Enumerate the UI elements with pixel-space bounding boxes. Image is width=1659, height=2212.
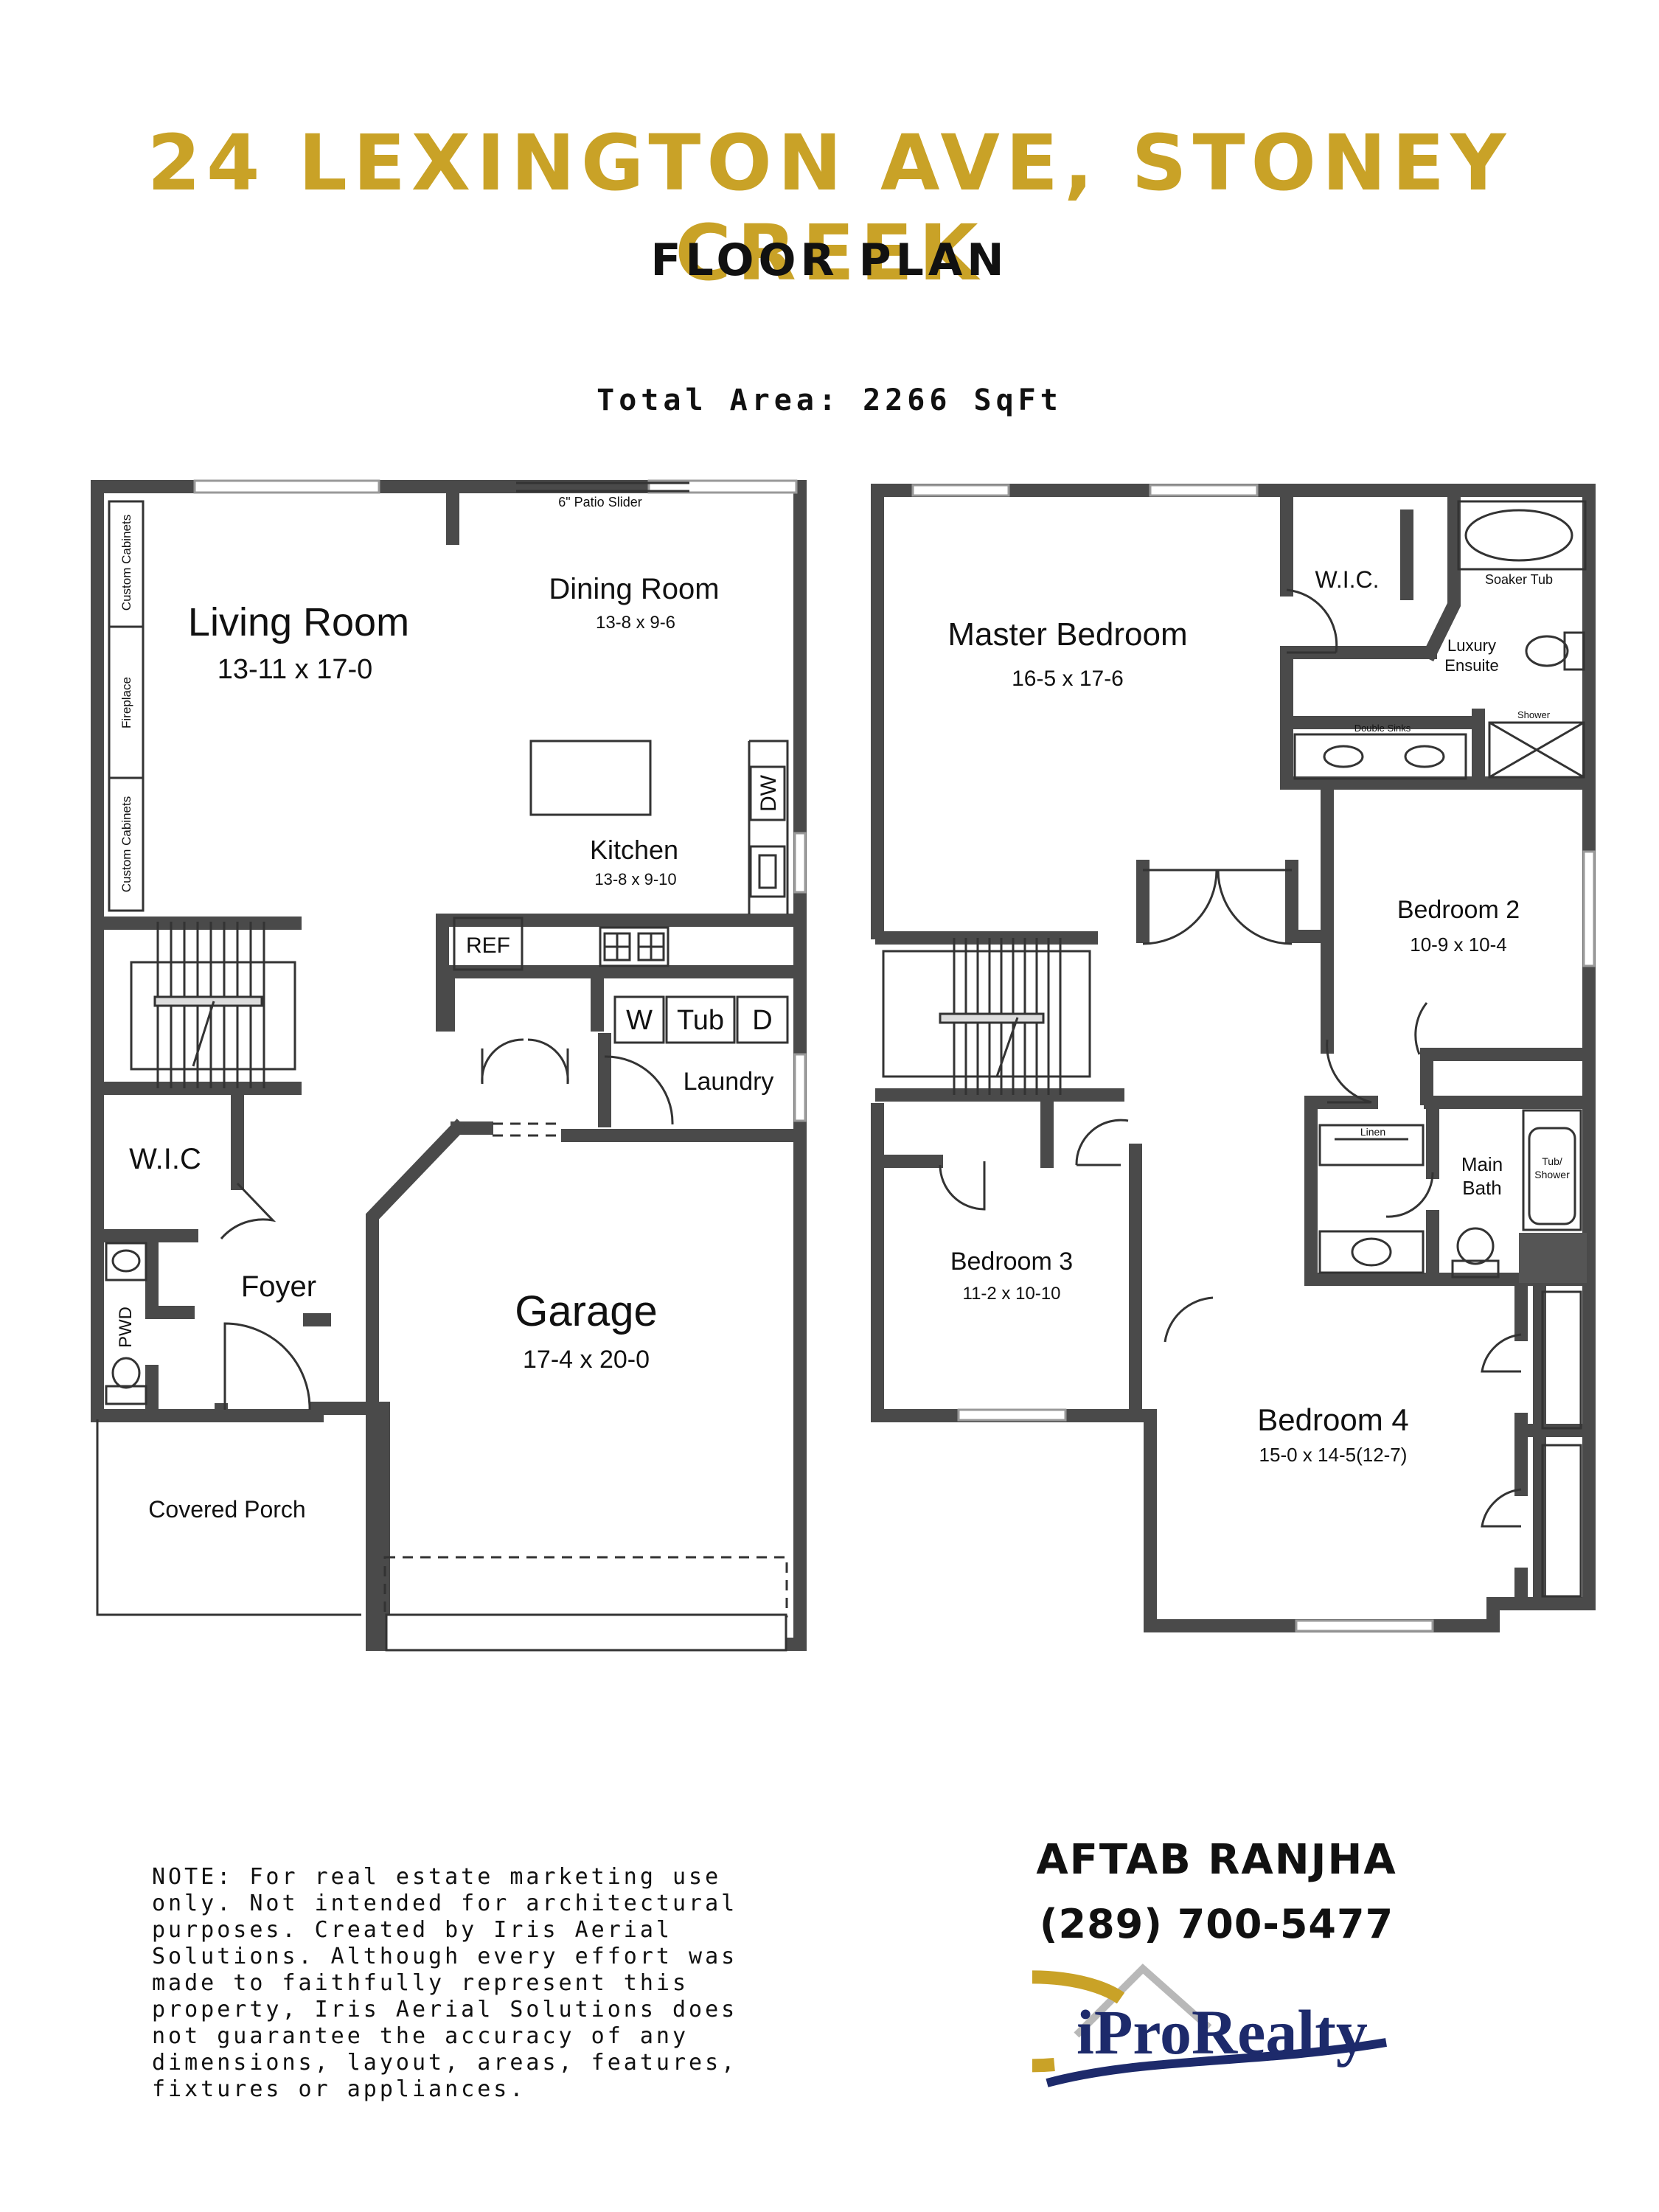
bedroom-2-label: Bedroom 2 xyxy=(1397,896,1520,924)
custom-cabinets-label-1: Custom Cabinets xyxy=(119,515,133,611)
dishwasher-label: DW xyxy=(757,774,781,812)
powder-fixtures xyxy=(105,1242,147,1405)
bedroom-4-dims: 15-0 x 14-5(12-7) xyxy=(1259,1444,1408,1466)
agent-phone: (289) 700-5477 xyxy=(1039,1901,1394,1947)
page-title: 24 LEXINGTON AVE, STONEY CREEK xyxy=(147,118,1512,298)
bedroom-2-dims: 10-9 x 10-4 xyxy=(1410,933,1507,956)
main-bath-label-1: Main xyxy=(1461,1153,1503,1175)
master-bedroom-dims: 16-5 x 17-6 xyxy=(1012,667,1124,691)
ensuite-fixtures xyxy=(1293,500,1587,780)
agent-name: AFTAB RANJHA xyxy=(1036,1836,1397,1884)
fireplace-label: Fireplace xyxy=(119,677,133,728)
kitchen-label: Kitchen xyxy=(590,835,678,865)
bedroom-4-label: Bedroom 4 xyxy=(1257,1402,1408,1437)
dining-room-label: Dining Room xyxy=(549,573,719,605)
covered-porch xyxy=(96,1419,361,1616)
dryer-label: D xyxy=(752,1005,772,1036)
logo-underline-icon xyxy=(1046,2038,1387,2087)
washer-label: W xyxy=(626,1005,653,1036)
wall-chase xyxy=(1519,1233,1587,1283)
living-room-label: Living Room xyxy=(188,600,409,644)
tub-label: Tub xyxy=(677,1005,724,1036)
brokerage-logo: iProRealty xyxy=(1032,1964,1387,2087)
logo-roof-icon xyxy=(1074,1964,1212,2038)
disclaimer-note: NOTE: For real estate marketing use only… xyxy=(152,1864,738,2102)
master-bedroom-label: Master Bedroom xyxy=(947,616,1187,653)
laundry-label: Laundry xyxy=(684,1068,774,1096)
garage-door xyxy=(383,1556,788,1652)
covered-porch-label: Covered Porch xyxy=(148,1496,305,1523)
main-floor-walls xyxy=(91,480,807,1651)
patio-slider-label: 6" Patio Slider xyxy=(558,495,641,509)
garage-entry xyxy=(493,1122,562,1137)
bedroom-3-dims: 11-2 x 10-10 xyxy=(963,1284,1061,1304)
tub-shower-label-1: Tub/ xyxy=(1542,1155,1562,1167)
garage-dims: 17-4 x 20-0 xyxy=(523,1346,650,1374)
logo-text: iProRealty xyxy=(1077,1997,1368,2067)
double-sinks-label: Double Sinks xyxy=(1354,723,1411,734)
laundry-appliances xyxy=(613,995,789,1044)
ensuite-label-1: Luxury xyxy=(1447,636,1496,655)
soaker-tub-label: Soaker Tub xyxy=(1485,572,1553,587)
garage-label: Garage xyxy=(515,1287,657,1335)
cabinet-column xyxy=(108,500,145,912)
upper-stairs xyxy=(882,938,1091,1095)
kitchen-counter xyxy=(453,740,789,971)
door-swings xyxy=(220,588,1522,1528)
floor-plan-drawing: Living Room 13-11 x 17-0 Dining Room 13-… xyxy=(91,479,1596,1652)
total-area: Total Area: 2266 SqFt xyxy=(597,383,1062,417)
custom-cabinets-label-2: Custom Cabinets xyxy=(119,796,133,892)
living-room-dims: 13-11 x 17-0 xyxy=(218,654,373,685)
bedroom4-closets xyxy=(1541,1290,1582,1598)
logo-swoosh-icon xyxy=(1032,1970,1125,2073)
main-bath-label-2: Bath xyxy=(1462,1177,1502,1199)
refrigerator-label: REF xyxy=(466,933,510,958)
stove-icon xyxy=(599,926,669,967)
kitchen-dims: 13-8 x 9-10 xyxy=(594,870,676,888)
shower-label: Shower xyxy=(1517,709,1551,720)
bedroom-3-label: Bedroom 3 xyxy=(950,1248,1073,1276)
foyer-label: Foyer xyxy=(241,1270,316,1303)
patio-slider xyxy=(516,481,689,493)
main-wic-label: W.I.C xyxy=(129,1143,201,1175)
page-subtitle: FLOOR PLAN xyxy=(650,234,1009,286)
upper-wic-label: W.I.C. xyxy=(1315,566,1379,593)
main-stairs xyxy=(130,922,296,1088)
ensuite-label-2: Ensuite xyxy=(1444,656,1498,675)
tub-shower-label-2: Shower xyxy=(1534,1169,1570,1180)
kitchen-island xyxy=(529,740,652,816)
linen-label: Linen xyxy=(1360,1126,1385,1138)
windows xyxy=(193,479,1596,1632)
dining-room-dims: 13-8 x 9-6 xyxy=(596,613,675,633)
main-bath-fixtures xyxy=(1318,1109,1582,1279)
powder-room-label: PWD xyxy=(116,1307,136,1348)
